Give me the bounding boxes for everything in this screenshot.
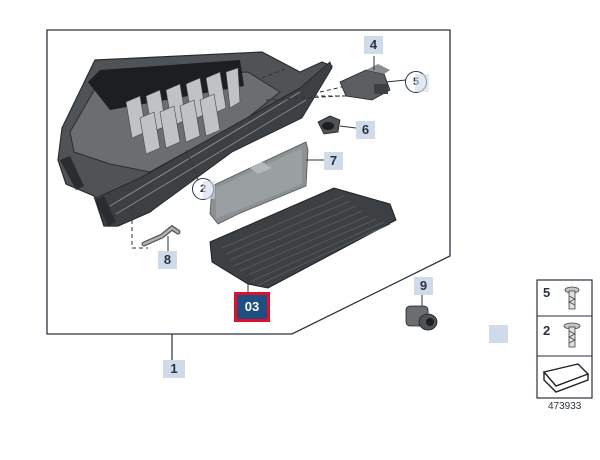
ribbed-mat-part (209, 187, 397, 289)
callout-8[interactable]: 8 (158, 251, 177, 269)
callout-03-selected[interactable]: 03 (234, 292, 270, 322)
callout-7[interactable]: 7 (324, 152, 343, 170)
callout-5-tag[interactable] (415, 74, 429, 92)
screw-icon (564, 286, 580, 310)
page-fold-icon (542, 363, 590, 393)
legend-item-2-label: 2 (543, 323, 551, 338)
self-tapping-screw-icon (563, 322, 581, 348)
callout-2-tag[interactable] (203, 181, 215, 199)
pin-part (141, 224, 181, 247)
legend-item-5-label: 5 (543, 285, 551, 300)
mat-part-7 (209, 141, 309, 225)
clip-part (317, 115, 341, 135)
empty-tag[interactable] (489, 325, 508, 343)
glovebox-body (57, 51, 333, 227)
callout-6[interactable]: 6 (356, 121, 375, 139)
assembly-outline (46, 29, 451, 335)
dashed-leaders (131, 67, 362, 249)
latch-part (339, 64, 391, 101)
callout-4[interactable]: 4 (364, 36, 383, 54)
lamp-socket-part (405, 305, 438, 331)
callout-9[interactable]: 9 (414, 277, 433, 295)
callout-1[interactable]: 1 (163, 360, 185, 378)
diagram-reference-number: 473933 (548, 401, 582, 412)
